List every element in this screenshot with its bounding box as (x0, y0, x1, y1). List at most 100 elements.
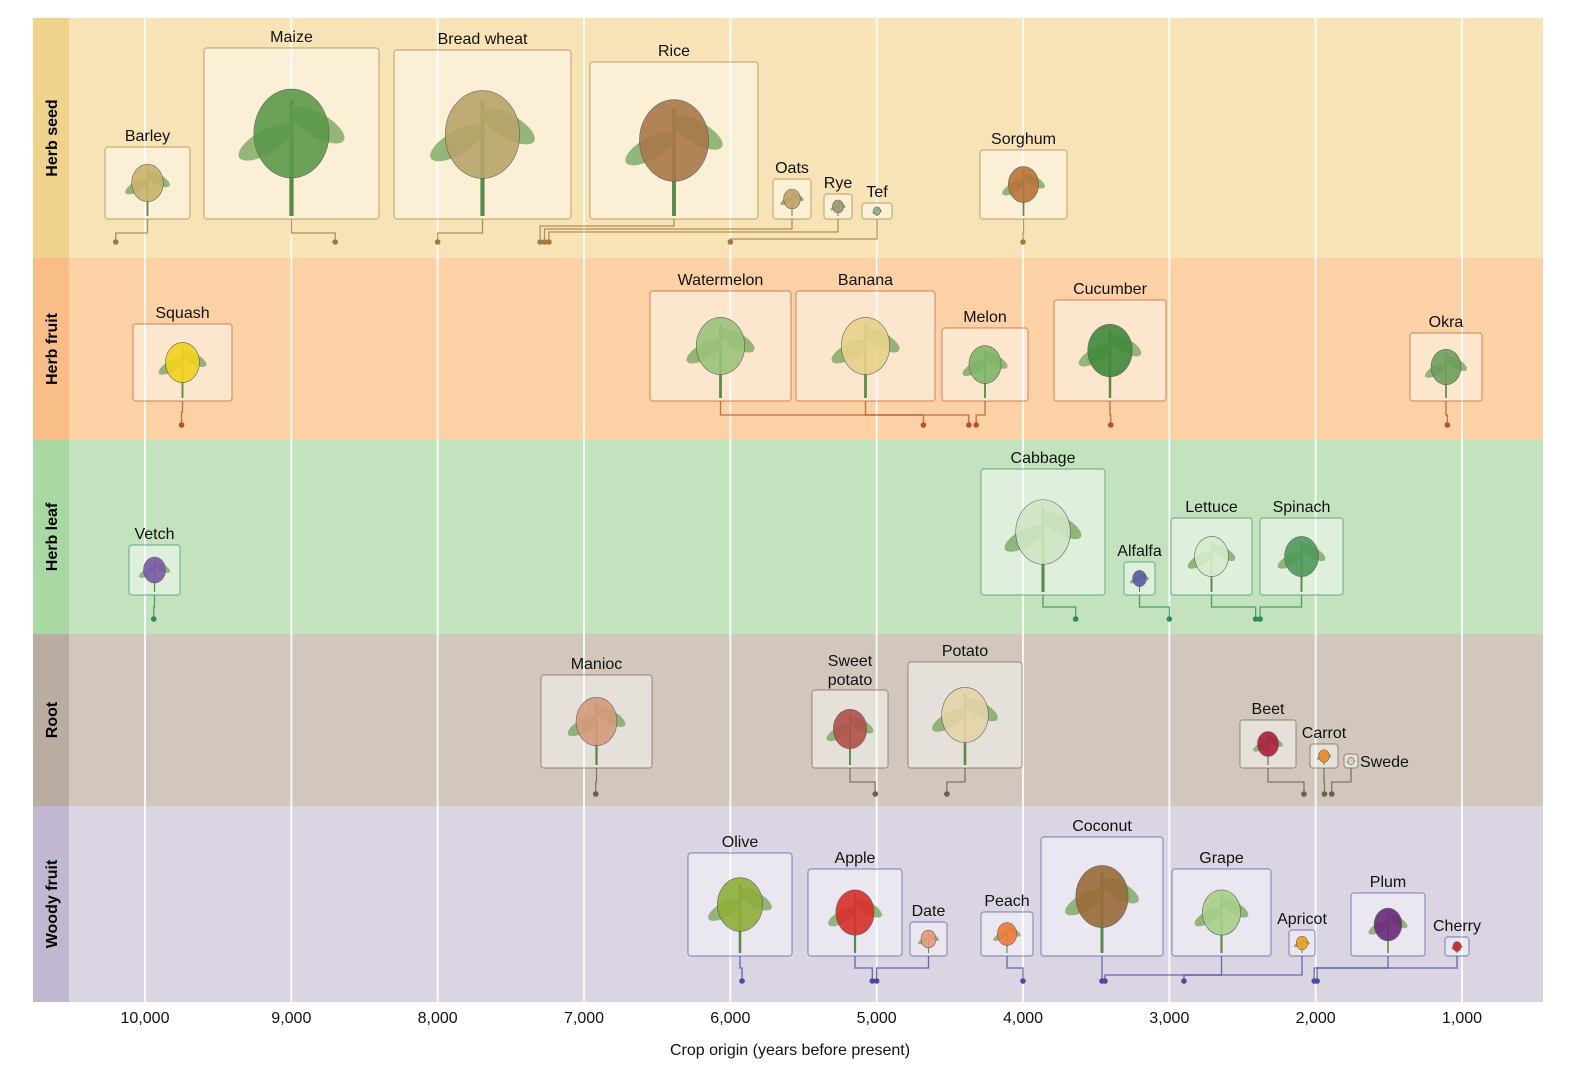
crop-beet: Beet (1239, 701, 1307, 797)
connector-line (849, 768, 876, 794)
crop-apricot: Apricot (1181, 911, 1327, 984)
plant-icon (872, 206, 882, 216)
crop-label: Olive (722, 834, 759, 851)
connector-line (1022, 219, 1025, 242)
plant-icon (780, 188, 804, 216)
crop-label: Date (912, 903, 946, 920)
plant-icon (1451, 941, 1463, 953)
crop-label: Lettuce (1185, 499, 1238, 516)
plant-icon (1078, 323, 1142, 398)
connector-line (1259, 595, 1303, 619)
connector-line (1138, 595, 1170, 619)
crop-manioc: Manioc (540, 656, 653, 797)
plant-icon (917, 929, 940, 953)
connector-line (595, 768, 598, 794)
band-background (69, 634, 1543, 806)
crop-banana: Banana (795, 272, 972, 428)
band-root: Root (33, 634, 1543, 806)
crop-squash: Squash (132, 305, 233, 428)
x-tick-label: 10,000 (121, 1010, 170, 1027)
origin-dot (112, 239, 119, 245)
x-axis-title: Crop origin (years before present) (670, 1042, 910, 1059)
plant-icon (962, 345, 1008, 398)
crop-alfalfa: Alfalfa (1117, 543, 1173, 622)
band-label-strip (33, 18, 69, 258)
crop-watermelon: Watermelon (649, 272, 927, 428)
plant-icon (828, 889, 882, 953)
crop-lettuce: Lettuce (1170, 499, 1259, 622)
connector-line (539, 219, 675, 242)
connector-line (864, 401, 970, 425)
origin-dot (1257, 616, 1263, 622)
crop-label: Beet (1252, 701, 1285, 718)
crop-okra: Okra (1409, 314, 1483, 428)
connector-line (1316, 956, 1458, 981)
x-tick-label: 6,000 (710, 1010, 750, 1027)
plant-icon (686, 317, 755, 398)
crop-cabbage: Cabbage (980, 450, 1106, 622)
plant-icon (1368, 907, 1408, 953)
crop-label: Barley (125, 128, 170, 145)
plant-icon (1424, 349, 1468, 398)
crop-coconut: Coconut (1040, 818, 1164, 984)
plant-icon (993, 922, 1021, 953)
origin-dot (332, 239, 339, 245)
plant-icon (932, 687, 998, 765)
connector-line (854, 956, 873, 981)
origin-dot (1301, 791, 1307, 797)
plant-icon (158, 342, 207, 398)
crop-plum: Plum (1311, 874, 1426, 984)
plant-icon (1004, 499, 1082, 592)
plant-icon (1253, 731, 1283, 765)
plant-icon (831, 317, 900, 398)
crop-label: Maize (270, 29, 313, 46)
crop-label-line: potato (828, 672, 873, 689)
crop-date: Date (873, 903, 948, 984)
plant-icon (625, 99, 723, 216)
band-background (69, 258, 1543, 440)
plant-icon (125, 163, 170, 216)
band-herb-fruit: Herb fruit (33, 258, 1543, 440)
x-tick-label: 2,000 (1296, 1010, 1336, 1027)
crop-spinach: Spinach (1257, 499, 1344, 622)
band-label-strip (33, 258, 69, 440)
plant-icon (1346, 757, 1356, 765)
band-label: Herb seed (44, 99, 61, 176)
crop-label: Potato (942, 643, 988, 660)
origin-dot (1321, 791, 1328, 797)
connector-line (1267, 768, 1305, 794)
connector-line (1210, 595, 1257, 619)
band-label-strip (33, 634, 69, 806)
crop-label: Coconut (1072, 818, 1132, 835)
plant-icon (708, 877, 772, 953)
connector-line (437, 219, 484, 242)
band-label-strip (33, 440, 69, 634)
band-label: Herb leaf (44, 502, 61, 571)
x-tick-label: 1,000 (1442, 1010, 1482, 1027)
plant-icon (1277, 536, 1326, 592)
crop-sorghum: Sorghum (979, 131, 1068, 245)
connector-line (876, 956, 930, 981)
crop-label: Apple (835, 850, 876, 867)
connector-line (543, 219, 793, 242)
origin-dot (739, 978, 745, 984)
x-tick-label: 7,000 (564, 1010, 604, 1027)
origin-dot (1314, 978, 1320, 984)
connector-line (153, 595, 156, 619)
connector-line (1042, 595, 1077, 619)
crop-melon: Melon (941, 309, 1029, 428)
crop-grape: Grape (1102, 850, 1272, 984)
crop-label: Cucumber (1073, 281, 1147, 298)
origin-dot (1108, 422, 1114, 428)
origin-dot (546, 239, 552, 245)
crop-label: Cabbage (1011, 450, 1076, 467)
crop-label: Manioc (571, 656, 623, 673)
connector-line (1331, 768, 1352, 794)
crop-label: Rye (824, 175, 853, 192)
origin-dot (592, 791, 599, 797)
crop-label: Squash (155, 305, 209, 322)
connector-line (975, 401, 986, 425)
band-label: Woody fruit (44, 859, 61, 948)
